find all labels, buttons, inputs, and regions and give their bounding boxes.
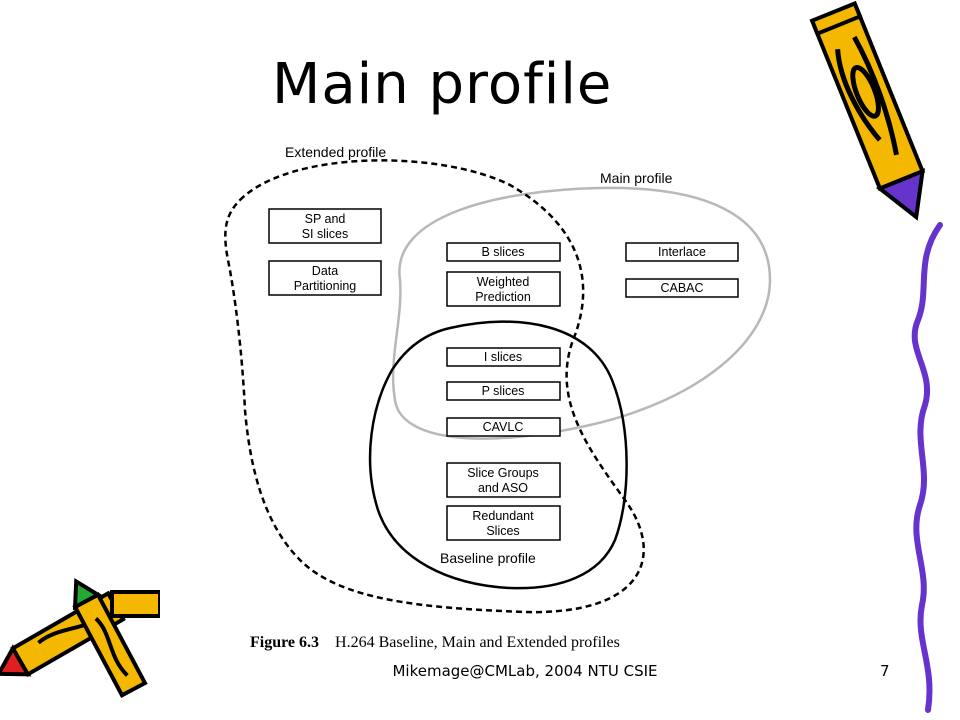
feature-label: Weighted	[477, 275, 530, 289]
main-profile-label: Main profile	[600, 170, 673, 186]
figure-caption: Figure 6.3 H.264 Baseline, Main and Exten…	[250, 634, 620, 651]
figure-caption-label: Figure 6.3	[250, 634, 319, 651]
feature-label: CAVLC	[483, 420, 524, 434]
pencils-clipart-icon	[0, 577, 160, 698]
feature-label: B slices	[481, 245, 524, 259]
feature-cavlc: CAVLC	[446, 417, 561, 437]
extended-profile-label: Extended profile	[285, 144, 386, 160]
feature-label: Prediction	[475, 290, 531, 304]
feature-label: Redundant	[472, 509, 534, 523]
feature-label: SP and	[305, 212, 346, 226]
main-profile-region	[391, 186, 772, 440]
extended-profile-region	[224, 159, 645, 614]
feature-label: Slices	[486, 524, 519, 538]
feature-label: P slices	[482, 384, 525, 398]
feature-data-partitioning: Data Partitioning	[268, 260, 382, 296]
feature-i-slices: I slices	[446, 347, 561, 367]
feature-cabac: CABAC	[625, 278, 739, 298]
feature-b-slices: B slices	[446, 242, 561, 262]
purple-squiggle-decoration	[911, 222, 943, 713]
baseline-profile-label: Baseline profile	[440, 550, 536, 566]
slide-title: Main profile	[272, 52, 613, 117]
feature-p-slices: P slices	[446, 381, 561, 401]
feature-redundant-slices: Redundant Slices	[446, 505, 561, 541]
feature-label: CABAC	[660, 281, 703, 295]
figure-caption-text: H.264 Baseline, Main and Extended profil…	[335, 634, 620, 651]
feature-interlace: Interlace	[625, 242, 739, 262]
feature-weighted-prediction: Weighted Prediction	[446, 271, 561, 307]
baseline-profile-region	[368, 320, 628, 590]
feature-sp-si-slices: SP and SI slices	[268, 208, 382, 244]
feature-label: Interlace	[658, 245, 706, 259]
feature-slice-groups-aso: Slice Groups and ASO	[446, 462, 561, 498]
slide-footer: Mikemage@CMLab, 2004 NTU CSIE	[392, 662, 658, 680]
feature-label: I slices	[484, 350, 522, 364]
feature-label: Partitioning	[294, 279, 357, 293]
feature-label: Slice Groups	[467, 466, 539, 480]
slide-page-number: 7	[880, 662, 890, 680]
feature-label: SI slices	[302, 227, 349, 241]
feature-label: Data	[312, 264, 338, 278]
feature-label: and ASO	[478, 481, 528, 495]
pencil-clipart-icon	[809, 0, 926, 221]
